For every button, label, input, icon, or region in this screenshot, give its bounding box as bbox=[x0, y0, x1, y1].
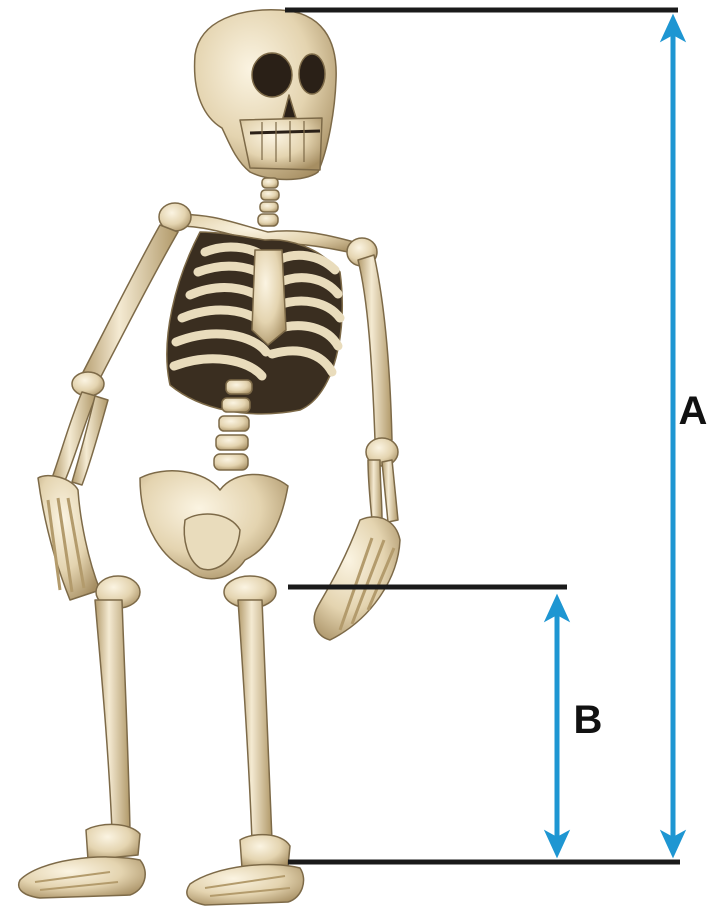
label-a: A bbox=[679, 389, 708, 433]
neck-vertebrae bbox=[258, 178, 279, 226]
arrow-a bbox=[662, 16, 684, 856]
rib-cage bbox=[167, 232, 342, 414]
label-b: B bbox=[574, 698, 603, 742]
skeleton-illustration bbox=[19, 10, 400, 905]
legs bbox=[19, 576, 304, 905]
skull bbox=[195, 10, 337, 180]
pelvis bbox=[140, 471, 288, 579]
arrow-b bbox=[546, 596, 568, 856]
